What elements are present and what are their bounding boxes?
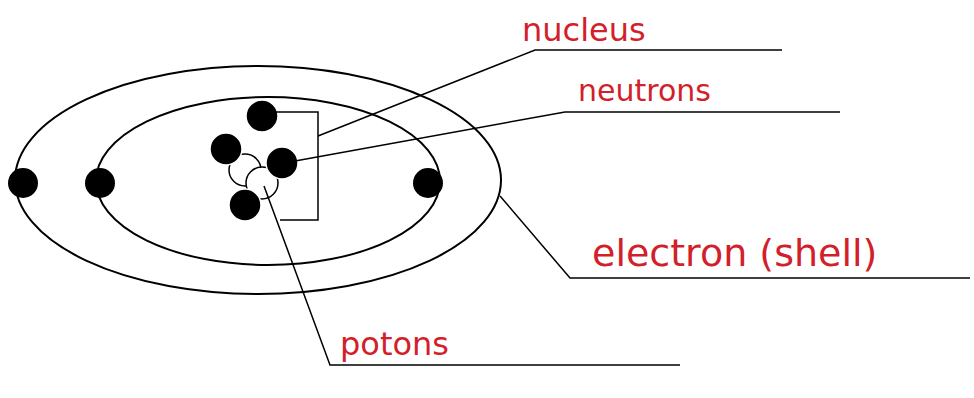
- part-label: electron (shell): [592, 234, 877, 272]
- leader-line: [318, 50, 782, 136]
- part-label: neutrons: [578, 76, 711, 106]
- leader-line: [284, 112, 840, 163]
- neutron: [229, 189, 261, 221]
- leader-line: [264, 186, 680, 365]
- neutron: [210, 133, 242, 165]
- nucleus-bracket: [258, 112, 318, 220]
- leader-line: [500, 196, 970, 278]
- outer-shell: [15, 66, 501, 294]
- electron: [413, 168, 443, 198]
- electron: [8, 168, 38, 198]
- electron: [85, 168, 115, 198]
- part-label: potons: [340, 328, 449, 360]
- neutron: [266, 147, 298, 179]
- part-label: nucleus: [522, 14, 646, 46]
- neutron: [246, 100, 278, 132]
- inner-shell: [96, 97, 440, 265]
